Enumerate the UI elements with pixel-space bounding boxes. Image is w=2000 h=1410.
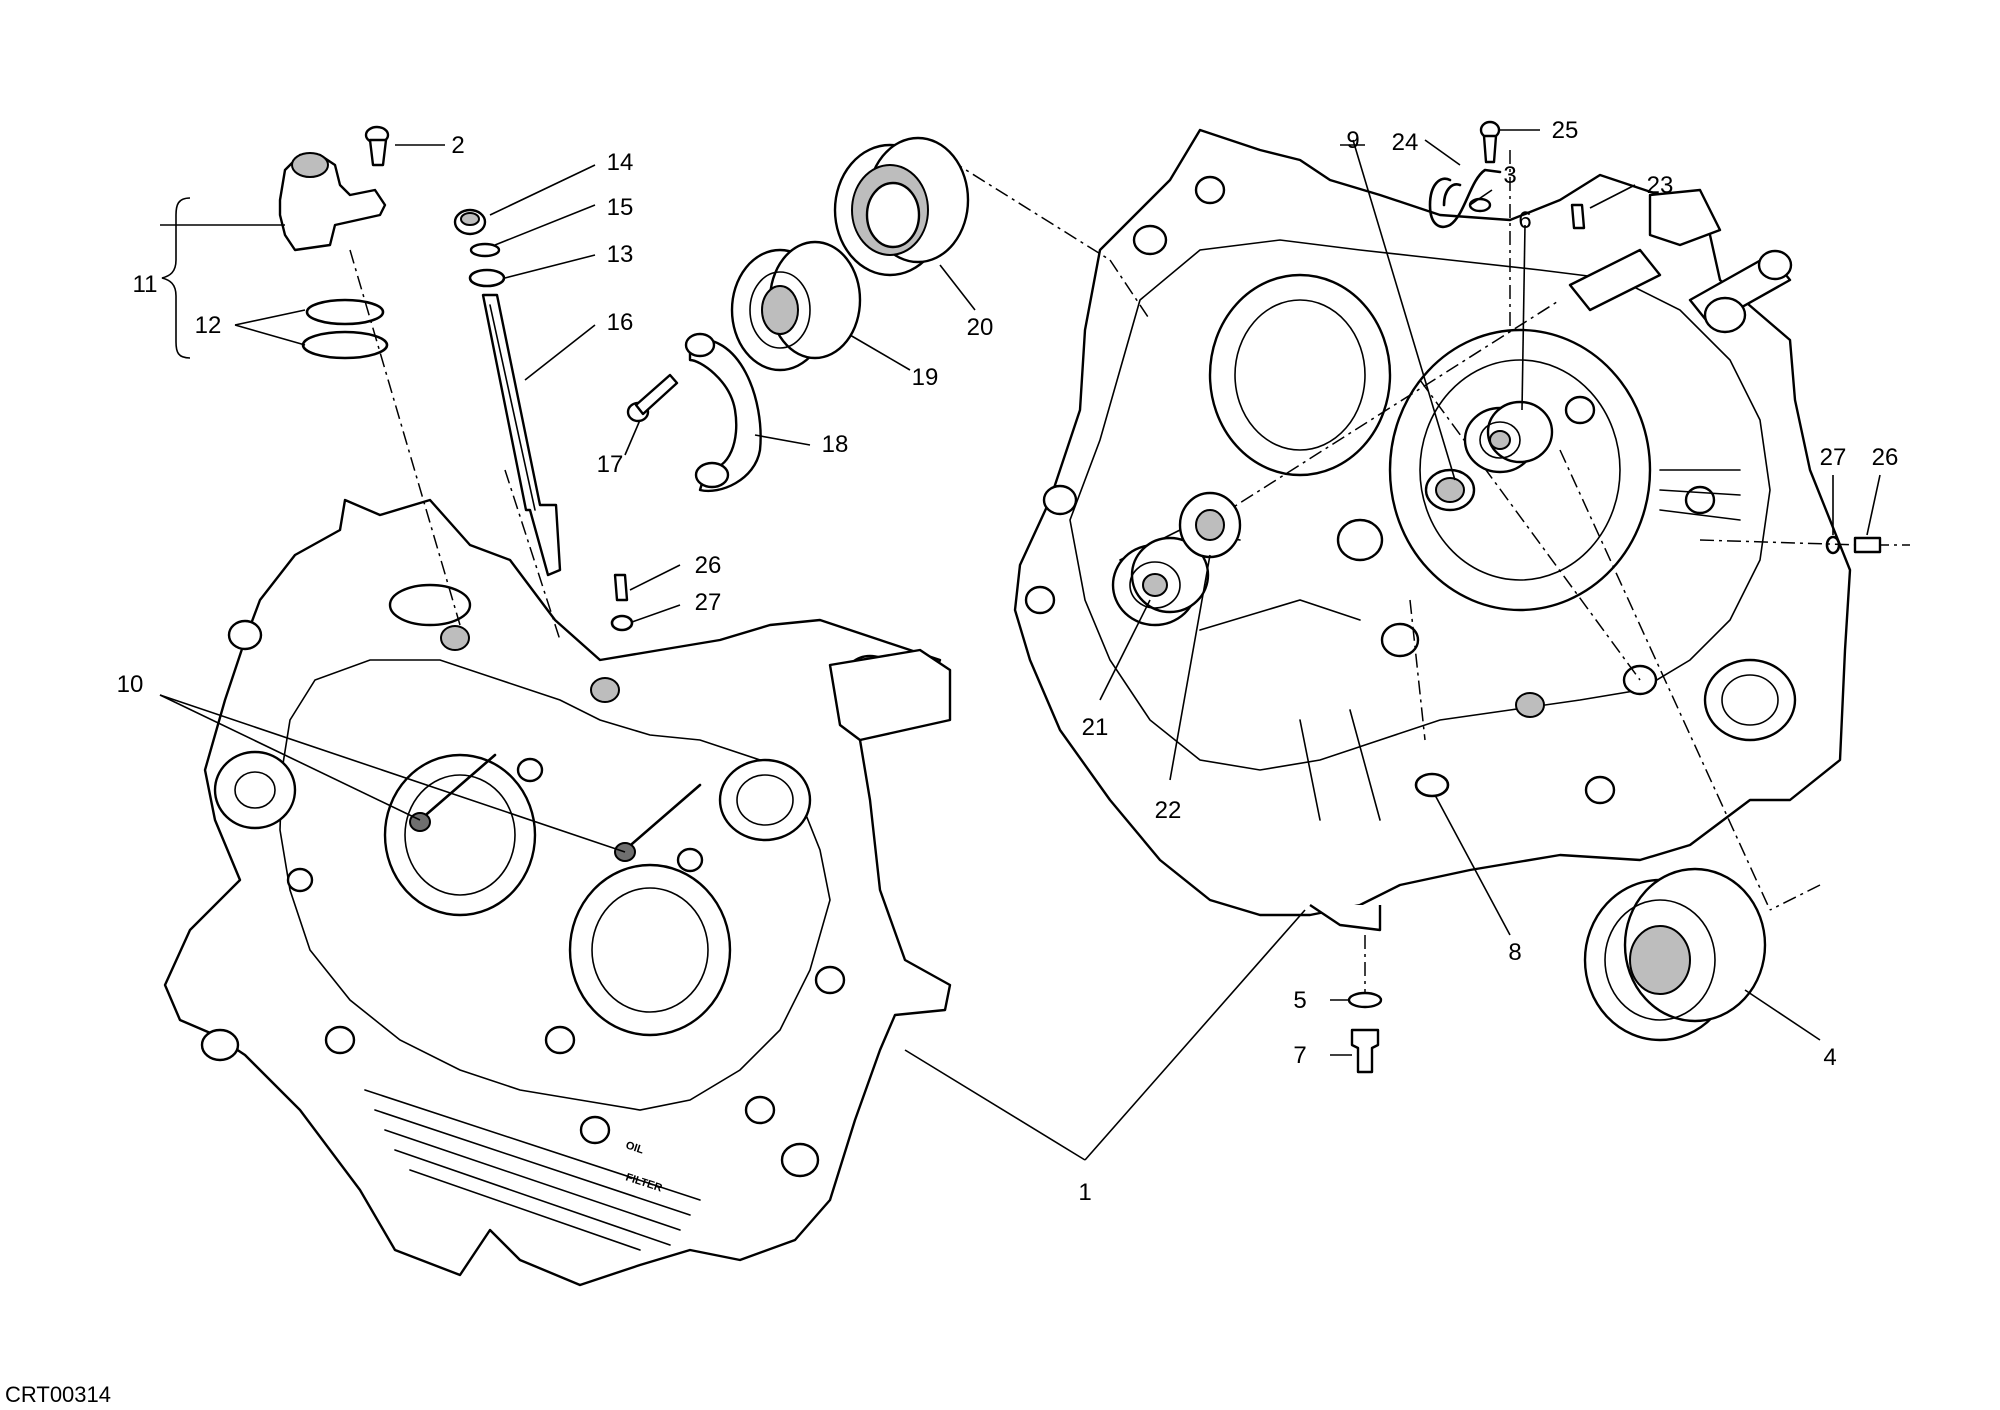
part-14-nut — [453, 208, 487, 236]
callout-22: 22 — [1155, 797, 1182, 824]
callout-19: 19 — [912, 364, 939, 391]
drawing-code: CRT00314 — [5, 1382, 111, 1407]
callout-27-left: 27 — [695, 589, 722, 616]
part-15-washer — [469, 242, 501, 258]
right-crankcase-half — [1013, 128, 1852, 932]
callout-labels: 2 14 15 13 16 17 18 19 20 26 27 11 12 10… — [117, 117, 1899, 1206]
part-22-seal — [1178, 491, 1242, 559]
callout-26-left: 26 — [695, 552, 722, 579]
part-27-ring-right — [1825, 535, 1841, 555]
callout-10: 10 — [117, 671, 144, 698]
part-4-main-bearing — [1583, 867, 1767, 1042]
part-13-o-ring — [468, 268, 506, 288]
part-12-o-rings — [301, 298, 389, 360]
callout-26-right: 26 — [1872, 444, 1899, 471]
callout-8: 8 — [1508, 939, 1521, 966]
callout-4: 4 — [1823, 1044, 1836, 1071]
part-26-dowel-right — [1853, 536, 1882, 554]
part-25-screw — [1479, 120, 1501, 164]
callout-20: 20 — [967, 314, 994, 341]
callout-25: 25 — [1552, 117, 1579, 144]
part-21-bearing — [1111, 536, 1210, 627]
callout-2: 2 — [451, 132, 464, 159]
leader-lines — [159, 129, 1881, 1161]
part-27-ring-left — [610, 614, 634, 632]
part-5-washer — [1347, 991, 1383, 1009]
part-20-bush — [833, 136, 970, 277]
callout-5: 5 — [1293, 987, 1306, 1014]
part-7-plug — [1350, 1028, 1380, 1074]
part-26-dowel-left — [613, 573, 629, 602]
callout-14: 14 — [607, 149, 634, 176]
callout-27-right: 27 — [1820, 444, 1847, 471]
callout-13: 13 — [607, 241, 634, 268]
callout-21: 21 — [1082, 714, 1109, 741]
part-23-dowel — [1570, 203, 1586, 230]
callout-12: 12 — [195, 312, 222, 339]
callout-24: 24 — [1392, 129, 1419, 156]
callout-11: 11 — [133, 271, 158, 298]
callout-1: 1 — [1078, 1179, 1091, 1206]
callout-9: 9 — [1346, 127, 1359, 154]
callout-23: 23 — [1647, 172, 1674, 199]
part-8-o-ring — [1414, 772, 1450, 798]
assembly-axes — [349, 150, 1910, 1000]
part-6-bearing — [1463, 400, 1554, 474]
casting-text-oil: OIL — [624, 1139, 645, 1156]
part-17-screw — [626, 373, 679, 423]
part-11-sender-assembly — [278, 152, 387, 252]
part-9-seal — [1424, 468, 1476, 512]
part-19-bearing — [730, 240, 862, 372]
part-3-washer — [1468, 197, 1492, 213]
part-2-screw — [364, 125, 390, 167]
left-crankcase-half: OIL FILTER — [163, 498, 952, 1287]
part-18-retainer — [684, 332, 762, 493]
callout-17: 17 — [597, 451, 624, 478]
callout-7: 7 — [1293, 1042, 1306, 1069]
callout-6: 6 — [1518, 207, 1531, 234]
callout-16: 16 — [607, 309, 634, 336]
callout-15: 15 — [607, 194, 634, 221]
part-24-pipe — [1428, 168, 1502, 229]
part-16-pipe — [481, 293, 562, 577]
callout-18: 18 — [822, 431, 849, 458]
callout-3: 3 — [1503, 162, 1516, 189]
